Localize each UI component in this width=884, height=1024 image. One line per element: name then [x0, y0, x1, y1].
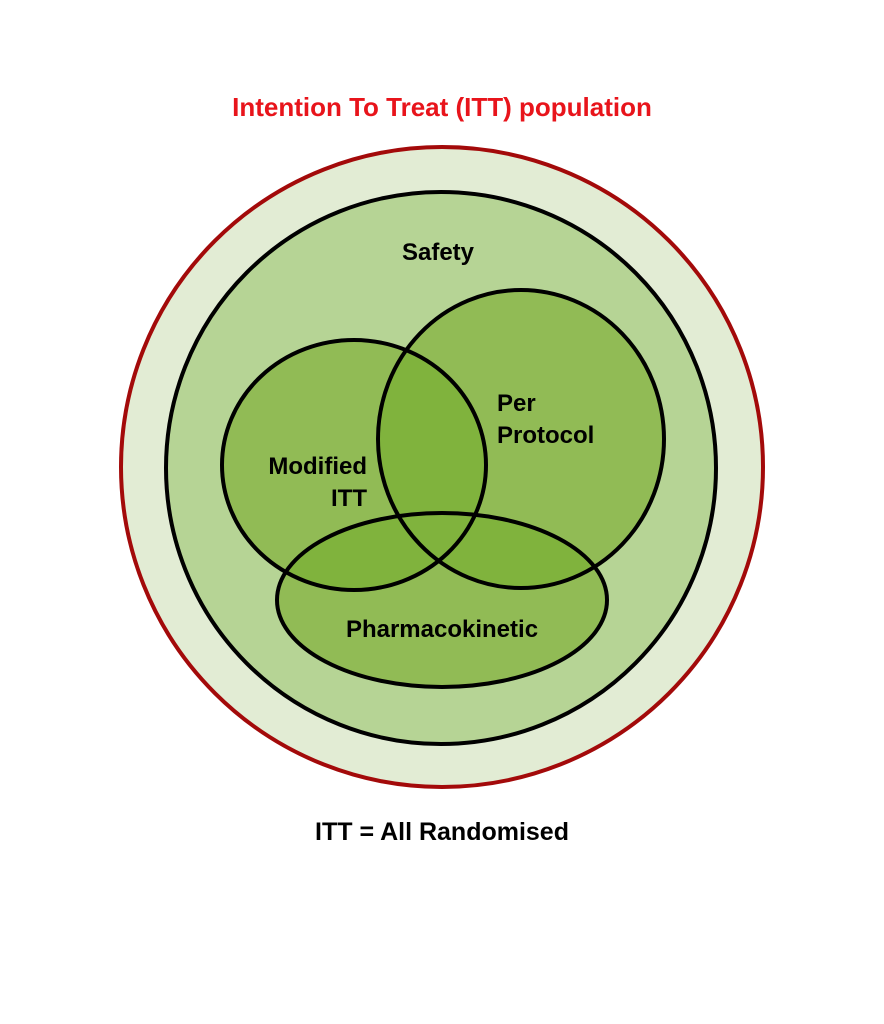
overlap-pp-pk [378, 513, 607, 588]
per-protocol-circle [376, 288, 666, 590]
modified-itt-label-line2: ITT [331, 485, 367, 512]
safety-label: Safety [402, 239, 475, 266]
overlap-mitt-pk [277, 513, 486, 590]
pharmacokinetic-ellipse [275, 511, 609, 689]
modified-itt-circle [220, 338, 488, 592]
per-protocol-label-line2: Protocol [497, 422, 594, 449]
diagram-title: Intention To Treat (ITT) population [232, 92, 652, 122]
footer-note: ITT = All Randomised [315, 818, 569, 846]
pharmacokinetic-label: Pharmacokinetic [346, 616, 538, 643]
modified-itt-label-line1: Modified [268, 453, 367, 480]
per-protocol-label-line1: Per [497, 390, 536, 417]
